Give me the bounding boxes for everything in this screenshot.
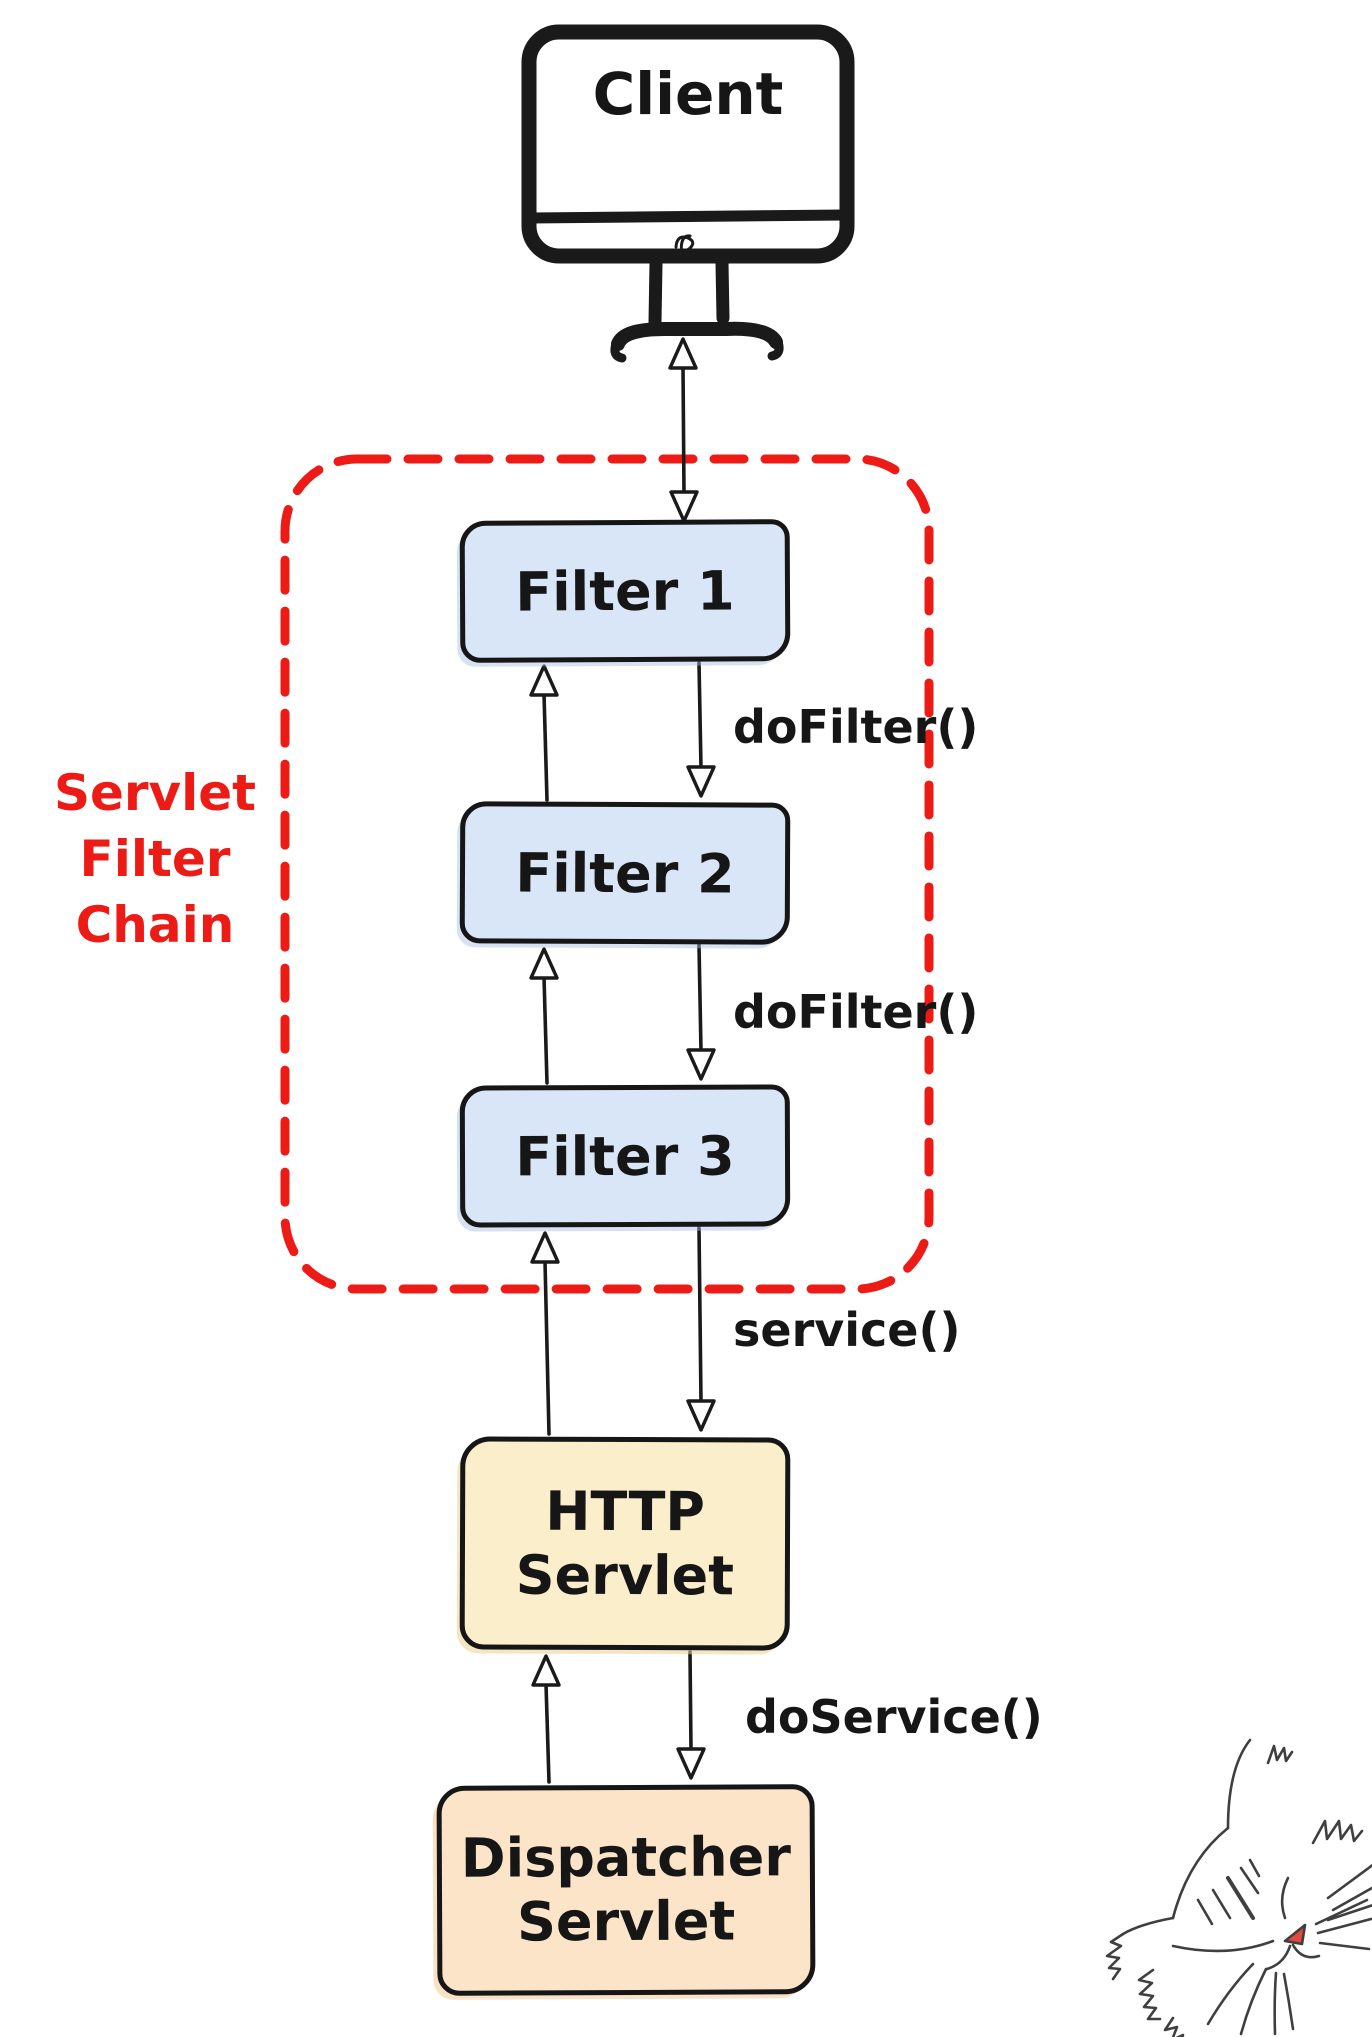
- cat-whiskers-down: [1206, 1962, 1295, 2036]
- arrowhead-down: [669, 490, 699, 523]
- cat-mouth: [1265, 1943, 1321, 1971]
- monitor-screen: [521, 24, 855, 264]
- arrow-filter3-to-filter2: [529, 947, 559, 1085]
- filter-1-box: Filter 1: [459, 519, 791, 663]
- cat-brow: [1121, 1916, 1175, 1936]
- arrow-dispatcher-to-http: [531, 1654, 561, 1784]
- cat-stripes: [1196, 1858, 1261, 1926]
- dispatcher-servlet-label-line-1: Dispatcher: [460, 1825, 792, 1891]
- arrowhead-down: [686, 1048, 716, 1081]
- monitor-logo-scribble: [674, 234, 695, 253]
- arrowhead-up: [529, 664, 559, 697]
- servlet-filter-chain-label: Servlet Filter Chain: [30, 760, 280, 958]
- arrow-http-to-dispatcher: [676, 1650, 706, 1780]
- cat-sketch-icon: [1105, 1738, 1372, 2037]
- arrow-client-filter1: [668, 337, 699, 523]
- monitor-base-curl-right: [767, 337, 784, 361]
- arrow-http-to-filter3: [530, 1231, 560, 1436]
- arrowhead-down: [686, 765, 716, 798]
- cat-fur-left: [1105, 1932, 1125, 1981]
- monitor-chin-line: [525, 209, 851, 224]
- chain-label-line-3: Chain: [75, 896, 235, 954]
- monitor-stand-left: [648, 256, 663, 329]
- filter-3-box: Filter 3: [459, 1084, 791, 1228]
- http-servlet-box: HTTP Servlet: [459, 1436, 791, 1651]
- edge-label-dofilter-1: doFilter(): [733, 700, 979, 754]
- cat-eye: [1280, 1876, 1290, 1920]
- monitor-stand-base: [611, 321, 783, 351]
- chain-label-line-2: Filter: [79, 830, 231, 888]
- http-servlet-label-line-2: Servlet: [515, 1543, 735, 1607]
- client-label: Client: [592, 60, 784, 128]
- arrowhead-down: [676, 1747, 706, 1780]
- cat-head-outline: [1171, 1826, 1230, 1920]
- arrow-filter2-to-filter1: [529, 664, 559, 802]
- monitor-stand-right: [715, 256, 730, 325]
- filter-2-box: Filter 2: [459, 801, 791, 945]
- cat-cheek-fur: [1326, 1863, 1372, 1922]
- arrowhead-up: [529, 947, 559, 980]
- cat-fur-right: [1311, 1819, 1364, 1845]
- dispatcher-servlet-label-line-2: Servlet: [516, 1889, 736, 1954]
- arrow-filter1-to-filter2: [686, 661, 716, 798]
- chain-label-line-1: Servlet: [53, 764, 257, 822]
- servlet-filter-chain-boundary: [280, 454, 934, 1294]
- arrow-filter2-to-filter3: [686, 943, 716, 1081]
- arrowhead-up: [531, 1654, 561, 1687]
- cat-stripe-1: [1226, 1876, 1255, 1920]
- arrowhead-up: [668, 337, 698, 370]
- cat-ear: [1226, 1738, 1252, 1830]
- filter-3-label: Filter 3: [515, 1124, 735, 1188]
- monitor-icon: [521, 24, 855, 363]
- arrow-filter3-to-http: [686, 1226, 716, 1432]
- http-servlet-label-line-1: HTTP: [545, 1479, 706, 1544]
- dispatcher-servlet-box: Dispatcher Servlet: [436, 1784, 816, 1996]
- monitor-base-curl-left: [610, 339, 627, 363]
- arrowhead-up: [530, 1231, 560, 1264]
- cat-fur-bottom-left: [1137, 1968, 1162, 2021]
- cat-fur-bottom: [1163, 2016, 1185, 2037]
- cat-ear-fur: [1266, 1744, 1294, 1765]
- edge-label-service: service(): [733, 1303, 961, 1357]
- edge-label-dofilter-2: doFilter(): [733, 985, 979, 1039]
- filter-2-label: Filter 2: [515, 841, 735, 905]
- cat-muzzle-curve: [1171, 1939, 1275, 1953]
- cat-nose: [1283, 1923, 1307, 1946]
- cat-whiskers-right: [1314, 1898, 1372, 1951]
- edge-label-doservice: doService(): [745, 1690, 1043, 1744]
- filter-1-label: Filter 1: [515, 558, 735, 624]
- arrowhead-down: [686, 1399, 716, 1432]
